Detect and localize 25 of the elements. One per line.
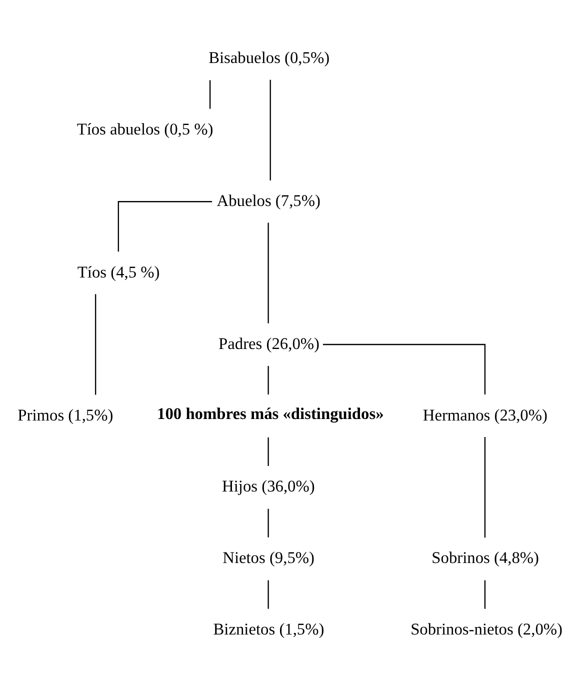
node-text: 100 hombres más «distinguidos»: [157, 404, 384, 424]
node-text: Biznietos (1,5%): [213, 620, 324, 639]
node-text: Tíos (4,5 %): [77, 262, 160, 282]
connector: [268, 222, 269, 324]
connector: [118, 201, 212, 252]
node-text: Bisabuelos (0,5%): [208, 48, 330, 68]
node-text: Hermanos (23,0%): [422, 405, 548, 424]
node-text: Padres (26,0%): [218, 334, 320, 353]
node-text: Sobrinos (4,8%): [432, 548, 540, 568]
connector: [268, 366, 269, 395]
connector: [484, 437, 486, 538]
node-text: Abuelos (7,5%): [216, 190, 320, 210]
connector: [484, 580, 486, 609]
node-text: Nietos (9,5%): [222, 548, 315, 568]
connector: [322, 344, 486, 394]
node-text: Hijos (36,0%): [222, 476, 315, 496]
connector: [94, 294, 96, 395]
node-text: Tíos abuelos (0,5 %): [76, 120, 214, 139]
connector: [270, 80, 271, 180]
node-text: Sobrinos-nietos (2,0%): [410, 620, 563, 639]
node-text: Primos (1,5%): [18, 405, 114, 424]
connector: [268, 437, 269, 466]
connector: [268, 508, 269, 538]
connector: [209, 80, 211, 109]
connector: [268, 580, 269, 609]
